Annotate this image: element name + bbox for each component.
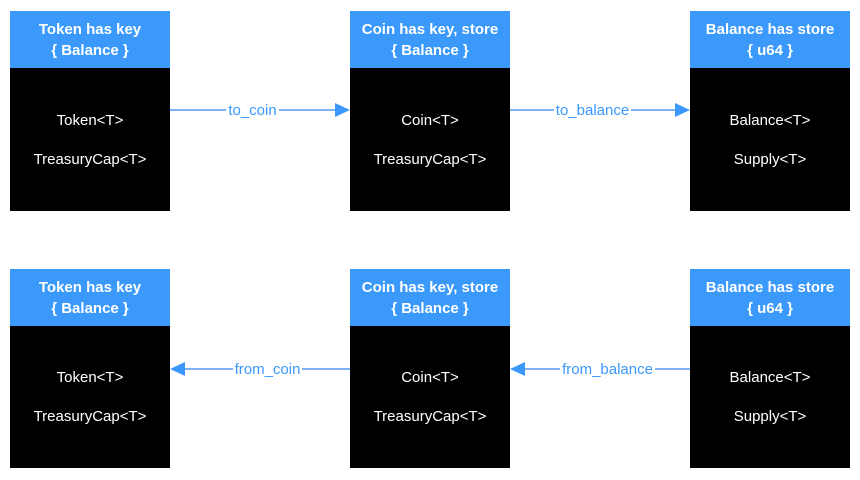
arrow-label: to_balance bbox=[555, 101, 630, 119]
struct-field: TreasuryCap<T> bbox=[33, 150, 147, 168]
arrow-to-balance: to_balance bbox=[510, 96, 690, 124]
struct-body-token: Token<T> TreasuryCap<T> bbox=[10, 326, 170, 468]
struct-title: Coin has key, store bbox=[361, 278, 499, 296]
struct-body-coin: Coin<T> TreasuryCap<T> bbox=[350, 68, 510, 211]
struct-header-coin: Coin has key, store { Balance } bbox=[350, 269, 510, 326]
struct-field: Token<T> bbox=[56, 369, 124, 386]
arrow-line bbox=[654, 368, 691, 370]
arrow-line bbox=[302, 368, 351, 370]
struct-box-coin-from: Coin has key, store { Balance } Coin<T> … bbox=[350, 269, 510, 468]
struct-box-token-from: Token has key { Balance } Token<T> Treas… bbox=[10, 269, 170, 468]
struct-body-balance: Balance<T> Supply<T> bbox=[690, 68, 850, 211]
struct-field: TreasuryCap<T> bbox=[373, 408, 487, 425]
struct-field: Supply<T> bbox=[733, 150, 807, 168]
struct-field: Balance<T> bbox=[729, 111, 811, 129]
arrow-to-coin: to_coin bbox=[170, 96, 350, 124]
struct-title: Balance has store bbox=[705, 278, 835, 296]
struct-box-token-to: Token has key { Balance } Token<T> Treas… bbox=[10, 11, 170, 211]
struct-title: Token has key bbox=[38, 20, 142, 38]
struct-abilities: { Balance } bbox=[391, 41, 469, 59]
struct-header-token: Token has key { Balance } bbox=[10, 269, 170, 326]
struct-abilities: { Balance } bbox=[391, 299, 469, 317]
struct-field: TreasuryCap<T> bbox=[33, 408, 147, 425]
arrow-line bbox=[631, 109, 675, 111]
struct-title: Balance has store bbox=[705, 20, 835, 38]
struct-title: Token has key bbox=[38, 278, 142, 296]
arrow-label: from_balance bbox=[562, 360, 653, 378]
arrow-from-coin: from_coin bbox=[170, 355, 351, 383]
arrow-label: from_coin bbox=[234, 360, 301, 378]
arrow-line bbox=[278, 109, 335, 111]
arrow-head-left-icon bbox=[510, 362, 525, 376]
struct-abilities: { u64 } bbox=[747, 299, 793, 317]
arrow-line bbox=[525, 368, 561, 370]
arrow-line bbox=[185, 368, 233, 370]
struct-field: Coin<T> bbox=[401, 369, 459, 386]
struct-body-balance: Balance<T> Supply<T> bbox=[690, 326, 850, 468]
struct-header-balance: Balance has store { u64 } bbox=[690, 269, 850, 326]
arrow-from-balance: from_balance bbox=[510, 355, 691, 383]
arrow-head-right-icon bbox=[335, 103, 350, 117]
struct-header-balance: Balance has store { u64 } bbox=[690, 11, 850, 68]
struct-field: TreasuryCap<T> bbox=[373, 150, 487, 168]
arrow-head-left-icon bbox=[170, 362, 185, 376]
struct-header-coin: Coin has key, store { Balance } bbox=[350, 11, 510, 68]
struct-header-token: Token has key { Balance } bbox=[10, 11, 170, 68]
arrow-line bbox=[510, 109, 554, 111]
struct-abilities: { Balance } bbox=[51, 299, 129, 317]
struct-body-coin: Coin<T> TreasuryCap<T> bbox=[350, 326, 510, 468]
struct-body-token: Token<T> TreasuryCap<T> bbox=[10, 68, 170, 211]
struct-title: Coin has key, store bbox=[361, 20, 499, 38]
struct-box-balance-to: Balance has store { u64 } Balance<T> Sup… bbox=[690, 11, 850, 211]
arrow-label: to_coin bbox=[228, 101, 277, 119]
struct-field: Supply<T> bbox=[733, 408, 807, 425]
arrow-head-right-icon bbox=[675, 103, 690, 117]
struct-abilities: { u64 } bbox=[747, 41, 793, 59]
arrow-line bbox=[170, 109, 227, 111]
struct-box-balance-from: Balance has store { u64 } Balance<T> Sup… bbox=[690, 269, 850, 468]
struct-field: Coin<T> bbox=[401, 111, 459, 129]
struct-box-coin-to: Coin has key, store { Balance } Coin<T> … bbox=[350, 11, 510, 211]
struct-field: Balance<T> bbox=[729, 369, 811, 386]
struct-abilities: { Balance } bbox=[51, 41, 129, 59]
struct-field: Token<T> bbox=[56, 111, 124, 129]
